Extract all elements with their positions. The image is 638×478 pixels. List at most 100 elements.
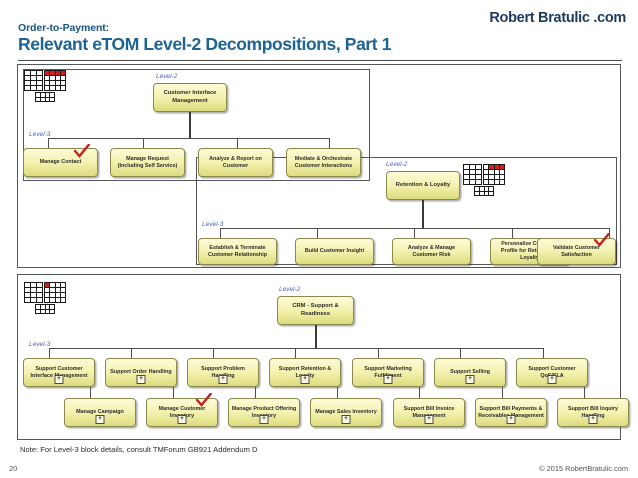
connector-vertical (414, 228, 415, 238)
node-level2-customer-interface-management[interactable]: Customer Interface Management (153, 83, 227, 112)
connector-vertical (255, 387, 256, 398)
etom-map-cell (470, 180, 475, 184)
level2-label: Level-2 (156, 73, 178, 80)
connector-vertical (189, 112, 191, 138)
etom-map-cell-highlighted (60, 71, 65, 75)
etom-map-cell (55, 81, 60, 85)
node-level3-mediate-orchestrate-customer-interactions[interactable]: Mediate & Orchestrate Customer Interacti… (286, 148, 361, 177)
etom-map-cell (464, 170, 469, 174)
node-level3-support-selling[interactable]: Support Selling + (434, 358, 506, 387)
node-label: Build Customer Insight (304, 248, 365, 255)
slide-number: 20 (9, 464, 18, 473)
etom-map-cell (484, 180, 489, 184)
node-level3-build-customer-insight[interactable]: Build Customer Insight (295, 238, 374, 265)
node-level3-manage-campaign[interactable]: Manage Campaign + (64, 398, 136, 427)
node-label: Manage Contact (39, 159, 82, 166)
connector-vertical (48, 138, 49, 148)
node-level3-support-order-handling[interactable]: Support Order Handling + (105, 358, 177, 387)
expand-icon[interactable]: + (218, 375, 228, 384)
level3-label: Level-3 (29, 341, 51, 348)
node-level3-validate-customer-satisfaction[interactable]: Validate Customer Satisfaction (537, 238, 616, 265)
etom-map-cell (36, 309, 40, 313)
etom-map-icon (24, 70, 66, 102)
etom-map-cell (50, 309, 54, 313)
footnote: Note: For Level-3 block details, consult… (20, 445, 258, 454)
node-level3-analyze-manage-customer-risk[interactable]: Analyze & Manage Customer Risk (392, 238, 471, 265)
node-level3-manage-sales-inventory[interactable]: Manage Sales Inventory + (310, 398, 382, 427)
etom-map-cell (31, 298, 36, 302)
node-level3-manage-contact[interactable]: Manage Contact (23, 148, 98, 177)
etom-map-cell (494, 170, 499, 174)
etom-map-cell (50, 97, 54, 101)
expand-icon[interactable]: + (259, 415, 269, 424)
node-level3-support-retention-and-loyalty[interactable]: Support Retention & Loyalty + (269, 358, 341, 387)
etom-map-cell (475, 191, 479, 195)
node-label: Manage Request (Including Self Service) (117, 155, 178, 169)
etom-map-cell (25, 86, 30, 90)
etom-map-cell (489, 187, 493, 191)
node-label: Analyze & Manage Customer Risk (407, 244, 456, 258)
node-level3-analyze-report-on-customer[interactable]: Analyze & Report on Customer (198, 148, 273, 177)
connector-vertical (419, 387, 420, 398)
etom-map-cell (60, 76, 65, 80)
node-level3-establish-terminate-customer-relationship[interactable]: Establish & Terminate Customer Relations… (198, 238, 277, 265)
expand-icon[interactable]: + (177, 415, 187, 424)
node-level3-manage-customer-inventory[interactable]: Manage Customer Inventory + (146, 398, 218, 427)
page-title: Relevant eTOM Level-2 Decompositions, Pa… (18, 34, 392, 54)
etom-map-cell (36, 97, 40, 101)
expand-icon[interactable]: + (424, 415, 434, 424)
etom-map-cell (60, 293, 65, 297)
etom-map-cell (476, 165, 481, 169)
etom-map-cell (45, 86, 50, 90)
connector-vertical (237, 138, 238, 148)
etom-map-cell (25, 283, 30, 287)
node-level3-manage-product-offering-inventory[interactable]: Manage Product Offering Inventory + (228, 398, 300, 427)
etom-map-cell (50, 293, 55, 297)
node-level3-support-bill-inquiry-handling[interactable]: Support Bill Inquiry Handling + (557, 398, 629, 427)
expand-icon[interactable]: + (136, 375, 146, 384)
level3-label: Level-3 (202, 221, 224, 228)
etom-map-cell-highlighted (494, 165, 499, 169)
node-label: Manage Campaign (76, 409, 124, 416)
etom-map-cell (31, 81, 36, 85)
header-divider (18, 60, 622, 61)
etom-map-cell (25, 71, 30, 75)
node-level3-support-bill-payments-receivables-management[interactable]: Support Bill Payments & Receivables Mana… (475, 398, 547, 427)
node-level3-support-bill-invoice-management[interactable]: Support Bill Invoice Management + (393, 398, 465, 427)
expand-icon[interactable]: + (300, 375, 310, 384)
expand-icon[interactable]: + (588, 415, 598, 424)
etom-map-cell (55, 288, 60, 292)
expand-icon[interactable]: + (465, 375, 475, 384)
node-level2-retention-and-loyalty[interactable]: Retention & Loyalty (386, 171, 460, 200)
node-level3-support-problem-handling[interactable]: Support Problem Handling + (187, 358, 259, 387)
etom-map-cell (37, 283, 42, 287)
expand-icon[interactable]: + (506, 415, 516, 424)
node-label: Support Selling (450, 369, 490, 376)
connector-horizontal (48, 138, 329, 139)
node-level3-support-marketing-fulfillment[interactable]: Support Marketing Fulfillment + (352, 358, 424, 387)
etom-map-cell (470, 165, 475, 169)
connector-vertical (512, 228, 513, 238)
etom-map-cell (489, 175, 494, 179)
etom-map-cell (37, 288, 42, 292)
etom-map-cell (464, 180, 469, 184)
etom-map-cell (40, 305, 45, 309)
node-level3-support-customer-qos-sla[interactable]: Support Customer QoS/SLA + (516, 358, 588, 387)
expand-icon[interactable]: + (547, 375, 557, 384)
etom-map-cell (499, 175, 504, 179)
expand-icon[interactable]: + (54, 375, 64, 384)
connector-vertical (315, 325, 317, 348)
expand-icon[interactable]: + (383, 375, 393, 384)
etom-map-cell (484, 165, 489, 169)
brand-logo: Robert Bratulic .com (489, 10, 626, 26)
node-level3-support-customer-interface-management[interactable]: Support Customer Interface Management + (23, 358, 95, 387)
etom-map-cell (489, 191, 493, 195)
expand-icon[interactable]: + (95, 415, 105, 424)
node-level3-manage-request[interactable]: Manage Request (Including Self Service) (110, 148, 185, 177)
etom-map-cell (37, 76, 42, 80)
connector-vertical (337, 387, 338, 398)
node-level2-crm-support-and-readiness[interactable]: CRM - Support & Readiness (277, 296, 354, 325)
connector-vertical (609, 228, 610, 238)
etom-map-cell (50, 86, 55, 90)
expand-icon[interactable]: + (341, 415, 351, 424)
